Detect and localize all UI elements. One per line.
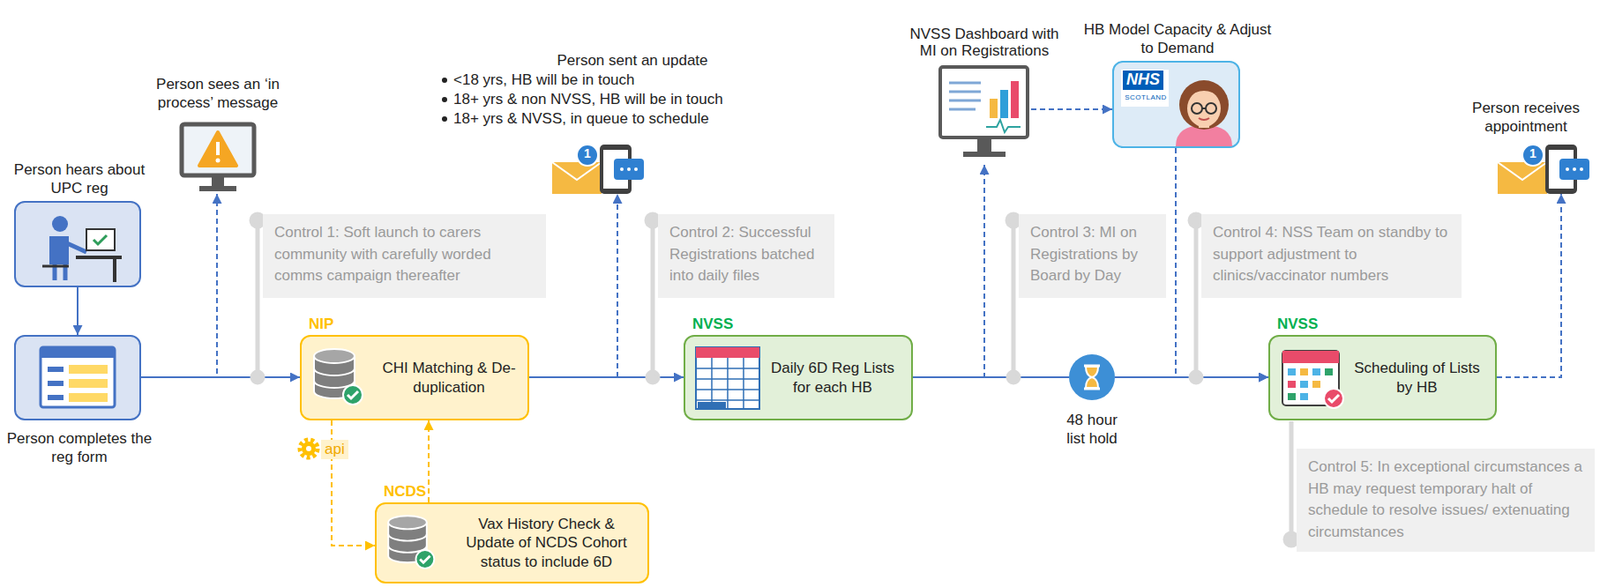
icon	[552, 142, 646, 195]
icon	[15, 336, 140, 419]
icon-box: HB Model Capacity & Adjust to DemandNHSS…	[1112, 60, 1241, 149]
control-note: Control 1: Soft launch to carers communi…	[262, 214, 546, 299]
connector	[76, 287, 79, 336]
icon	[15, 202, 140, 286]
system-name: NVSS	[1277, 314, 1318, 334]
bullet-text: 18+ yrs & non NVSS, HB will be in touch	[439, 89, 757, 110]
process-box: NVSSScheduling of Lists by HB	[1268, 335, 1497, 421]
node-text: Person hears about UPC reg	[5, 160, 154, 199]
control-stem	[251, 214, 1298, 546]
icon-box: Person completes the reg form	[14, 335, 142, 421]
icon-drawing	[1069, 354, 1115, 401]
connector	[427, 420, 430, 503]
api-label: api	[321, 440, 349, 460]
node-text: Control 1: Soft launch to carers communi…	[274, 222, 535, 288]
message-icon: Person receives appointment1	[1497, 142, 1592, 195]
node-text: 48 hour list hold	[1058, 411, 1126, 449]
node-text: Person sees an ‘in process’ message	[132, 74, 304, 113]
icon	[178, 120, 258, 195]
icon-drawing	[178, 120, 258, 195]
connector	[141, 194, 217, 378]
bullet-text: <18 yrs, HB will be in touch	[439, 70, 757, 90]
node-text: Control 2: Successful Registrations batc…	[669, 222, 823, 288]
process-box: NCDSVax History Check & Update of NCDS C…	[374, 502, 650, 584]
node-text: Person sent an update	[439, 51, 757, 71]
icon-drawing	[301, 336, 528, 419]
connector	[141, 376, 300, 379]
system-name: NIP	[308, 314, 334, 334]
message-icon: Person sent an update<18 yrs, HB will be…	[552, 142, 646, 195]
logo-text: NHS	[1122, 70, 1164, 90]
logo-text: SCOTLAND	[1122, 93, 1169, 103]
control-note: Control 2: Successful Registrations batc…	[657, 214, 835, 299]
node-text: HB Model Capacity & Adjust to Demand	[1080, 20, 1275, 59]
node-text: NVSS Dashboard with MI on Registrations	[900, 25, 1069, 60]
node-text: Person receives appointment	[1464, 98, 1588, 137]
icon	[1270, 336, 1496, 419]
node-text: Control 4: NSS Team on standby to suppor…	[1212, 222, 1451, 288]
node-text: Control 5: In exceptional circumstances …	[1308, 456, 1584, 545]
system-name: NVSS	[692, 314, 733, 334]
icon-drawing	[552, 142, 646, 195]
node-text: Scheduling of Lists by HB	[1347, 358, 1487, 397]
process-box: NIPCHI Matching & De-duplication	[299, 335, 530, 421]
node-text: Person completes the reg form	[0, 429, 161, 468]
process-box: NVSSDaily 6D Reg Lists for each HB	[683, 335, 913, 421]
connector	[529, 376, 684, 379]
icon	[936, 63, 1032, 165]
icon	[1497, 142, 1592, 195]
monitor-icon: Person sees an ‘in process’ message	[178, 120, 258, 195]
icon	[1069, 354, 1115, 401]
badge-number: 1	[576, 146, 599, 163]
bullet-text: 18+ yrs & NVSS, in queue to schedule	[439, 109, 757, 129]
icon	[685, 336, 912, 419]
connector	[912, 376, 1070, 379]
connector	[1496, 194, 1562, 378]
icon-drawing	[1497, 142, 1592, 195]
system-name: NCDS	[383, 482, 427, 501]
icon-drawing	[1270, 336, 1496, 419]
icon-drawing	[15, 336, 140, 419]
node-text: Vax History Check & Update of NCDS Cohor…	[454, 515, 639, 572]
control-note: Control 5: In exceptional circumstances …	[1296, 448, 1595, 553]
dashboard-icon: NVSS Dashboard with MI on Registrations	[936, 63, 1032, 165]
node-text: Daily 6D Reg Lists for each HB	[762, 358, 903, 397]
connector	[912, 164, 985, 378]
hold-circle: 48 hour list hold	[1069, 354, 1115, 401]
badge-number: 1	[1522, 146, 1544, 163]
node-text: Control 3: MI on Registrations by Board …	[1030, 222, 1155, 288]
control-note: Control 4: NSS Team on standby to suppor…	[1201, 214, 1462, 299]
icon	[301, 336, 528, 419]
icon-drawing	[15, 202, 140, 286]
icon-drawing	[685, 336, 912, 419]
icon-box: Person hears about UPC reg	[14, 201, 142, 288]
connector	[1031, 108, 1113, 111]
text-group: Person sent an update<18 yrs, HB will be…	[439, 51, 757, 129]
node-text: CHI Matching & De-duplication	[379, 358, 519, 397]
api-gear	[299, 440, 318, 458]
control-note: Control 3: MI on Registrations by Board …	[1018, 214, 1167, 299]
icon-drawing	[936, 63, 1032, 165]
